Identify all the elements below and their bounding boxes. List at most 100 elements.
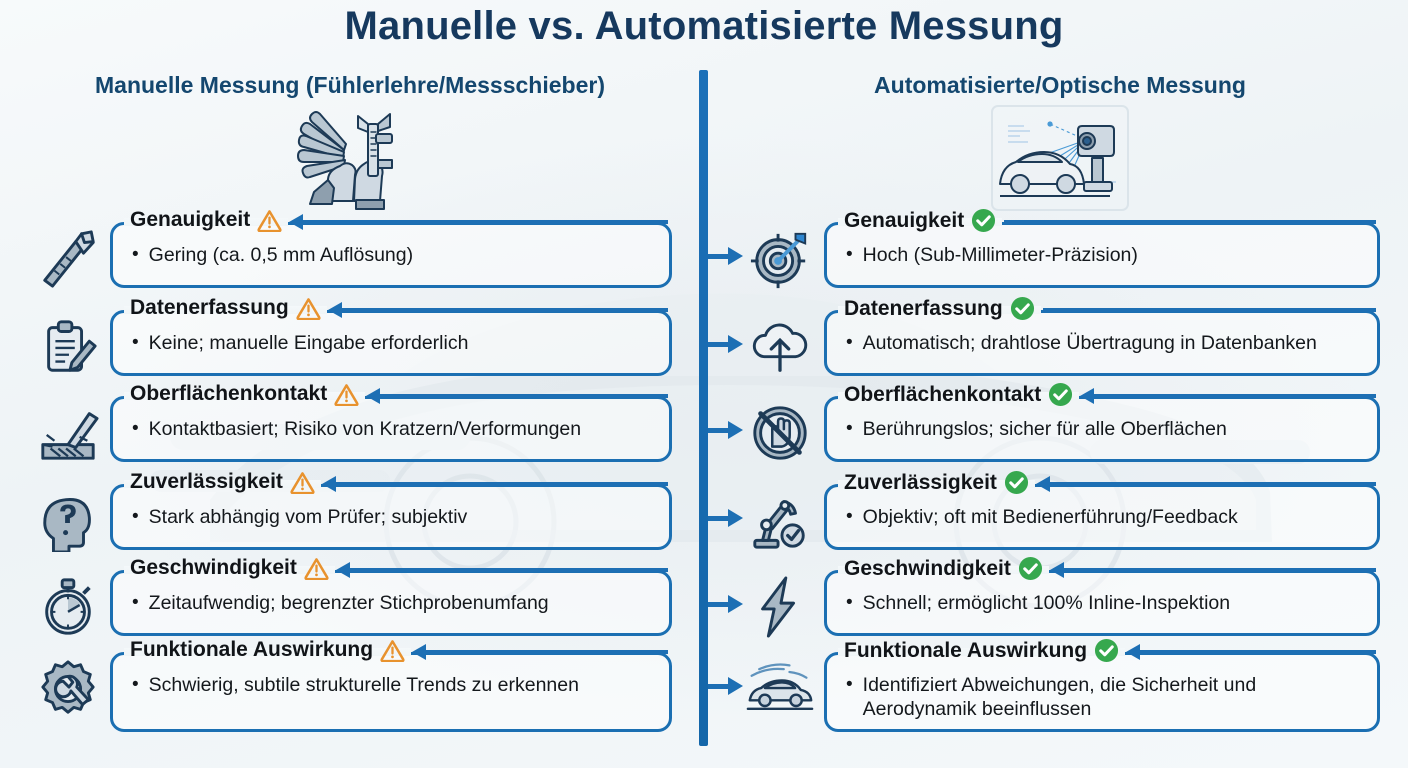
card-title-notch	[124, 392, 366, 400]
card-bullet-text: Hoch (Sub-Millimeter-Präzision)	[862, 244, 1138, 266]
card-title: Genauigkeit	[130, 208, 282, 232]
comparison-card	[110, 222, 672, 288]
card-bullet-list: •Kontaktbasiert; Risiko von Kratzern/Ver…	[132, 418, 660, 442]
divider-connector-4	[708, 509, 743, 527]
card-inbound-arrow	[1126, 643, 1376, 660]
card-title: Zuverlässigkeit	[130, 470, 315, 494]
bullet-marker: •	[846, 506, 853, 527]
target-dart-icon	[746, 228, 814, 290]
bullet-marker: •	[846, 418, 853, 439]
page-title: Manuelle vs. Automatisierte Messung	[344, 4, 1064, 48]
lightning-bolt-icon	[746, 576, 814, 638]
robot-arm-check-icon	[746, 490, 814, 552]
hands-with-feeler-gauge-and-caliper-illustration	[297, 111, 393, 210]
divider-connector-6	[708, 677, 743, 695]
card-title-text: Oberflächenkontakt	[844, 382, 1042, 406]
check-circle-icon	[1010, 296, 1035, 321]
card-inbound-arrow	[1080, 387, 1376, 404]
comparison-card	[110, 484, 672, 550]
card-top-connector-line	[1004, 220, 1376, 224]
bullet-marker: •	[846, 592, 853, 613]
card-title-text: Genauigkeit	[130, 208, 251, 231]
check-circle-icon	[1004, 470, 1029, 495]
head-question-mark-icon	[34, 490, 102, 554]
card-bullet-list: •Berührungslos; sicher für alle Oberfläc…	[846, 418, 1368, 442]
check-circle-icon	[1048, 382, 1073, 407]
check-circle-icon	[1094, 638, 1119, 663]
card-inbound-arrow	[1049, 561, 1376, 578]
cloud-upload-icon	[746, 316, 814, 378]
card-bullet: • Gering (ca. 0,5 mm Auflösung)	[132, 244, 660, 268]
card-bullet-text: Gering (ca. 0,5 mm Auflösung)	[148, 244, 414, 266]
card-title: Funktionale Auswirkung	[844, 638, 1119, 663]
card-title: Datenerfassung	[130, 296, 321, 320]
card-title-notch	[838, 306, 1041, 314]
right-column-heading: Automatisierte/Optische Messung	[874, 72, 1246, 98]
card-title-notch	[838, 480, 1035, 488]
card-title-text: Zuverlässigkeit	[844, 470, 997, 494]
card-title-text: Geschwindigkeit	[130, 556, 297, 579]
card-title-text: Genauigkeit	[844, 208, 965, 232]
center-divider	[699, 70, 708, 746]
card-title: Oberflächenkontakt	[130, 382, 359, 406]
card-title-notch	[124, 648, 412, 656]
card-title-notch	[838, 218, 1003, 226]
divider-connector-1	[708, 247, 743, 265]
card-title: Geschwindigkeit	[844, 556, 1043, 581]
card-bullet: • Hoch (Sub-Millimeter-Präzision)	[846, 244, 1368, 268]
card-bullet-list: •Schwierig, subtile strukturelle Trends …	[132, 674, 660, 698]
card-inbound-arrow	[412, 643, 668, 660]
check-circle-icon	[1018, 556, 1043, 581]
card-bullet-text: Identifiziert Abweichungen, die Sicherhe…	[862, 674, 1257, 696]
comparison-card	[110, 570, 672, 636]
card-bullet: • Keine; manuelle Eingabe erforderlich	[132, 332, 660, 356]
card-bullet: • Identifiziert Abweichungen, die Sicherh…	[846, 674, 1368, 698]
card-bullet: •Zeitaufwendig; begrenzter Stichprobenum…	[132, 592, 660, 616]
card-bullet-list: •Stark abhängig vom Prüfer; subjektiv	[132, 506, 660, 530]
card-title: Geschwindigkeit	[130, 556, 329, 580]
card-title-text: Datenerfassung	[844, 296, 1003, 320]
card-bullet: •Aerodynamik beeinflussen	[846, 698, 1368, 722]
card-title: Oberflächenkontakt	[844, 382, 1073, 407]
surface-scratch-icon	[34, 402, 102, 464]
card-inbound-arrow	[366, 387, 668, 404]
card-bullet: • Schnell; ermöglicht 100% Inline-Inspekt…	[846, 592, 1368, 616]
warning-triangle-icon	[304, 557, 329, 580]
card-bullet-list: • Identifiziert Abweichungen, die Sicherh…	[846, 674, 1368, 722]
no-touch-hand-icon	[746, 402, 814, 464]
bullet-marker: •	[132, 332, 139, 353]
card-bullet-list: • Hoch (Sub-Millimeter-Präzision)	[846, 244, 1368, 268]
warning-triangle-icon	[257, 209, 282, 232]
card-bullet-text: Keine; manuelle Eingabe erforderlich	[148, 332, 469, 354]
stopwatch-icon	[34, 576, 102, 638]
divider-connector-2	[708, 335, 743, 353]
card-inbound-arrow	[321, 475, 668, 492]
card-inbound-arrow	[1035, 475, 1376, 492]
card-inbound-arrow	[335, 561, 668, 578]
card-inbound-arrow	[289, 213, 668, 230]
card-bullet-text: Stark abhängig vom Prüfer; subjektiv	[148, 506, 468, 528]
warning-triangle-icon	[290, 471, 315, 494]
card-bullet: •Objektiv; oft mit Bedienerführung/Feedb…	[846, 506, 1368, 530]
card-title-notch	[124, 218, 289, 226]
card-title-text: Oberflächenkontakt	[130, 382, 328, 405]
bullet-marker: •	[846, 674, 853, 695]
card-title: Zuverlässigkeit	[844, 470, 1029, 495]
card-bullet-text: Kontaktbasiert; Risiko von Kratzern/Verf…	[148, 418, 582, 440]
bullet-marker: •	[132, 244, 139, 265]
check-circle-icon	[971, 208, 996, 233]
optical-scanner-measuring-car-illustration	[991, 105, 1129, 211]
card-bullet-text: Automatisch; drahtlose Übertragung in Da…	[862, 332, 1317, 354]
card-bullet: •Stark abhängig vom Prüfer; subjektiv	[132, 506, 660, 530]
card-title-notch	[838, 648, 1126, 656]
divider-connector-3	[708, 421, 743, 439]
caliper-icon	[34, 228, 102, 290]
card-bullet-text: Schnell; ermöglicht 100% Inline-Inspekti…	[862, 592, 1231, 614]
card-title: Datenerfassung	[844, 296, 1035, 321]
warning-triangle-icon	[380, 639, 405, 662]
card-inbound-arrow	[327, 301, 668, 318]
card-bullet-list: •Objektiv; oft mit Bedienerführung/Feedb…	[846, 506, 1368, 530]
bullet-marker: •	[846, 244, 853, 265]
card-bullet-list: • Schnell; ermöglicht 100% Inline-Inspekt…	[846, 592, 1368, 616]
